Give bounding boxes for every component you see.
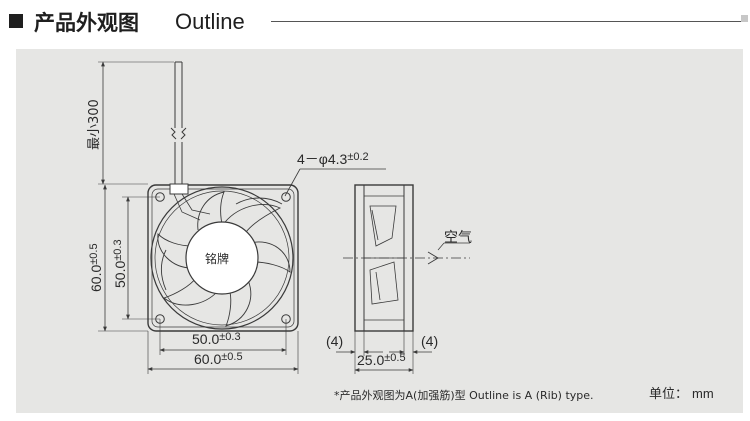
wire-connector-block	[169, 183, 189, 195]
flange-left-label: (4)	[326, 333, 344, 349]
side-blades	[364, 205, 404, 305]
height-pitch-dimension: 50.0±0.3	[112, 239, 128, 288]
depth-dimension: 25.0±0.5	[357, 352, 406, 368]
height-outer-tolerance: ±0.5	[88, 243, 100, 265]
header-divider	[271, 21, 742, 22]
lead-length-label: 最小300	[83, 99, 102, 150]
lead-length-text: 最小300	[87, 99, 102, 150]
height-pitch-main: 50.0	[112, 260, 128, 288]
header-divider-end-block	[741, 15, 748, 22]
fan-frame	[147, 184, 299, 332]
front-view	[98, 61, 386, 374]
fan-blades	[157, 191, 291, 327]
fan-frame-inner	[151, 188, 295, 328]
side-frame	[354, 184, 414, 332]
airflow-label: 空气	[444, 230, 472, 246]
width-pitch-main: 50.0	[192, 331, 220, 347]
height-outer-dimension: 60.0±0.5	[88, 243, 104, 292]
depth-tolerance: ±0.5	[384, 352, 406, 364]
section-title-cn: 产品外观图	[34, 11, 139, 35]
lead-wire	[170, 61, 187, 186]
height-outer-main: 60.0	[88, 264, 104, 292]
unit-label-text: 单位：	[649, 387, 689, 402]
width-pitch-tolerance: ±0.3	[219, 331, 241, 343]
mount-hole-icon	[281, 192, 291, 202]
hole-callout: 4－φ4.3±0.2	[297, 149, 369, 169]
nameplate-label: 铭牌	[205, 252, 230, 266]
outline-type-note: *产品外观图为A(加强筋)型 Outline is A (Rib) type.	[334, 389, 594, 402]
width-outer-main: 60.0	[194, 351, 222, 367]
unit-value: mm	[692, 386, 714, 401]
fan-hub	[185, 221, 259, 295]
section-title-en: Outline	[175, 9, 245, 34]
wire-routing	[173, 193, 211, 221]
hole-callout-tolerance: ±0.2	[347, 151, 369, 163]
venturi-ring-outer	[150, 186, 294, 330]
airflow-arrow-icon	[427, 251, 439, 265]
width-outer-dimension: 60.0±0.5	[194, 351, 243, 367]
hole-callout-main: 4－φ4.3	[297, 151, 348, 167]
unit-label: 单位：mm	[649, 383, 714, 402]
depth-main: 25.0	[357, 352, 385, 368]
width-outer-tolerance: ±0.5	[221, 351, 243, 363]
venturi-ring-inner	[154, 190, 290, 326]
width-pitch-dimension: 50.0±0.3	[192, 331, 241, 347]
height-pitch-tolerance: ±0.3	[112, 239, 124, 261]
flange-right-label: (4)	[421, 333, 439, 349]
side-view	[336, 184, 470, 374]
square-bullet-icon	[9, 14, 23, 28]
header: 产品外观图 Outline	[0, 0, 750, 44]
